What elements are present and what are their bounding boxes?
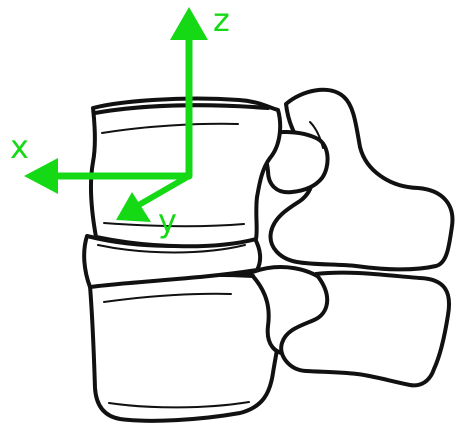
upper-vertebra — [91, 90, 453, 270]
x-axis-label: x — [10, 128, 29, 166]
lower-vertebra — [90, 267, 449, 421]
z-axis-label: z — [213, 1, 230, 39]
x-arrowhead — [24, 158, 58, 194]
z-arrowhead — [170, 7, 208, 40]
y-axis-label: y — [158, 202, 177, 240]
